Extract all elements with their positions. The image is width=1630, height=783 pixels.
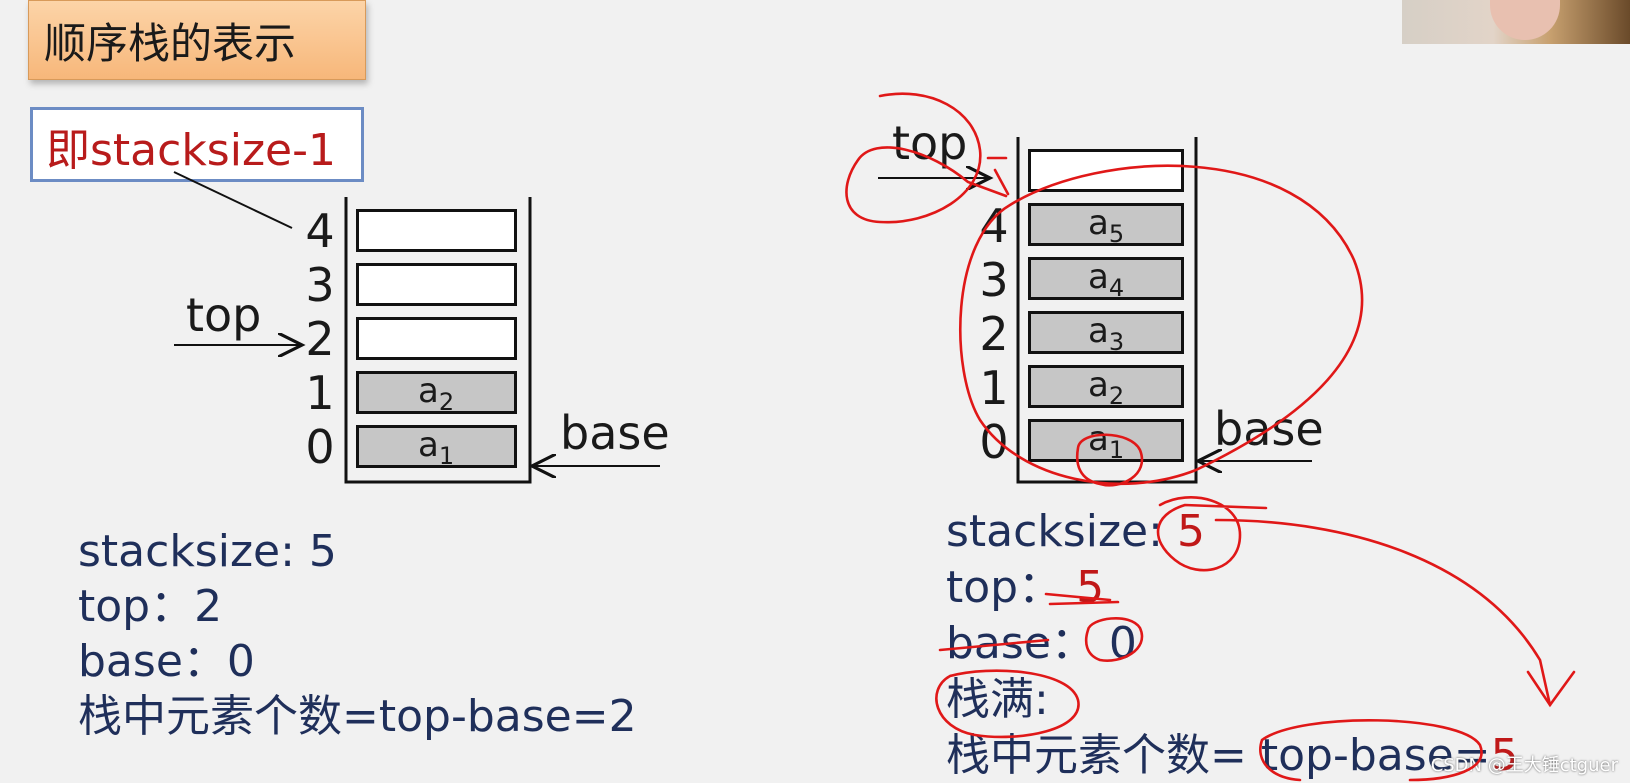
red-circle-base xyxy=(1084,617,1144,662)
slide-title: 顺序栈的表示 xyxy=(44,19,297,68)
left-base-label: base xyxy=(560,406,670,460)
left-index-3: 3 xyxy=(305,258,335,312)
right-cell-0 xyxy=(1028,419,1184,462)
right-cell-3-label: a4 xyxy=(1088,257,1125,302)
right-stack-walls xyxy=(1016,137,1198,484)
left-cell-2 xyxy=(356,317,517,360)
slide-title-box xyxy=(28,0,366,80)
red-big-loop xyxy=(958,164,1364,486)
right-cell-3 xyxy=(1028,257,1184,300)
right-base-value: base： 0 xyxy=(946,618,1137,669)
left-top-value: top：2 xyxy=(78,581,223,632)
left-cell-3 xyxy=(356,263,517,306)
red-circle-full xyxy=(935,669,1080,739)
right-index-3: 3 xyxy=(979,253,1009,307)
left-cell-0 xyxy=(356,425,517,468)
red-arrowhead xyxy=(1526,670,1576,708)
left-base-value: base：0 xyxy=(78,636,255,687)
watermark: CSDN @王大锤ctguer xyxy=(1430,755,1618,776)
left-count: 栈中元素个数=top-base=2 xyxy=(78,691,637,742)
right-cell-4-label: a5 xyxy=(1088,203,1125,248)
left-cell-4 xyxy=(356,209,517,252)
callout-box xyxy=(30,107,364,182)
right-index-2: 2 xyxy=(979,307,1009,361)
red-underline-top xyxy=(1044,592,1120,606)
right-full-label: 栈满: xyxy=(946,674,1049,725)
left-index-1: 1 xyxy=(305,366,335,420)
left-cell-1 xyxy=(356,371,517,414)
left-index-2: 2 xyxy=(305,312,335,366)
right-cell-2-label: a3 xyxy=(1088,311,1125,356)
red-annotations xyxy=(845,92,1576,782)
red-circle-expr xyxy=(1259,719,1483,782)
red-mark-top xyxy=(986,156,1010,196)
red-strike-base xyxy=(938,638,1050,652)
right-stacksize: stacksize: 5 xyxy=(946,506,1205,557)
left-stacksize: stacksize: 5 xyxy=(78,526,337,577)
left-cell-0-label: a1 xyxy=(418,425,455,470)
red-circle-a1 xyxy=(1075,433,1144,487)
left-index-4: 4 xyxy=(305,204,335,258)
red-long-arrow xyxy=(1214,518,1552,707)
callout-pointer xyxy=(173,171,293,229)
right-cell-4 xyxy=(1028,203,1184,246)
right-cell-2 xyxy=(1028,311,1184,354)
right-count: 栈中元素个数= top-base=5 xyxy=(946,730,1519,781)
right-cell-1 xyxy=(1028,365,1184,408)
left-stack-walls xyxy=(344,197,532,484)
red-circle-stacksize xyxy=(1156,496,1268,572)
right-index-1: 1 xyxy=(979,361,1009,415)
right-cell-0-label: a1 xyxy=(1088,419,1125,464)
callout-text: 即stacksize-1 xyxy=(46,125,336,176)
left-cell-1-label: a2 xyxy=(418,371,455,416)
left-index-0: 0 xyxy=(305,420,335,474)
right-cell-1-label: a2 xyxy=(1088,365,1125,410)
left-top-label: top xyxy=(186,288,262,342)
right-top-value: top： 5 xyxy=(946,562,1105,613)
red-circle-top xyxy=(845,92,1008,224)
